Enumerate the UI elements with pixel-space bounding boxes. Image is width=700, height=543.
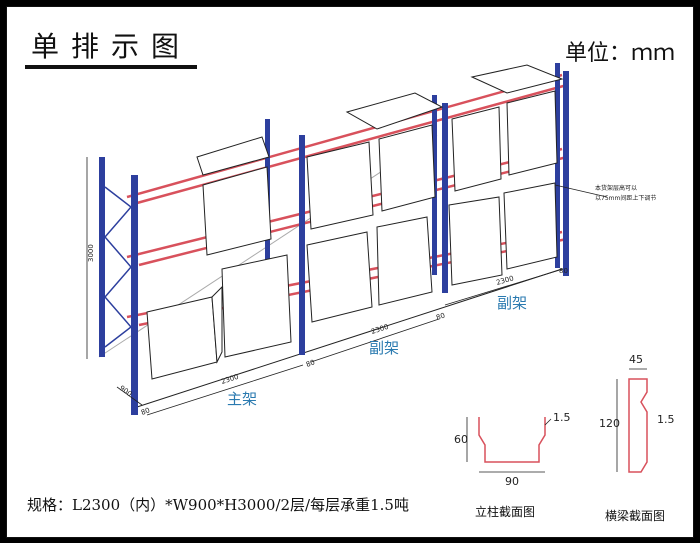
- drawing-sheet: 单排示图 单位：ｍｍ: [6, 6, 694, 538]
- unit-label: 单位：ｍｍ: [564, 41, 675, 66]
- title-underline: [25, 65, 197, 69]
- note-line-1: 本货架层高可以: [595, 184, 637, 192]
- beam-width: 45: [629, 353, 643, 366]
- upright-1-front: [131, 175, 138, 415]
- upright-4-front: [563, 71, 569, 276]
- load-bottom-3b: [503, 182, 558, 270]
- column-section-shape: [478, 417, 546, 463]
- dim-bay2: 2300: [370, 323, 389, 336]
- upright-4-back: [555, 63, 560, 268]
- load-top-2b: [378, 124, 436, 212]
- column-width: 90: [505, 475, 519, 488]
- load-top-3a: [451, 106, 502, 192]
- load-bottom-1a-side: [211, 285, 223, 364]
- label-main-rack: 主架: [227, 390, 258, 408]
- upright-2-front: [299, 135, 305, 355]
- upright-1-back: [99, 157, 105, 357]
- column-section-caption: 立柱截面图: [475, 505, 536, 519]
- load-top-1a: [202, 166, 272, 256]
- column-height: 60: [454, 433, 468, 446]
- spec-text: 规格：L2300（内）*W900*H3000/2层/每层承重1.5吨: [27, 496, 409, 514]
- dim-post-2: 80: [305, 358, 316, 369]
- beam-section-caption: 横梁截面图: [605, 509, 666, 523]
- dim-depth-end: 80: [559, 267, 568, 275]
- column-thickness: 1.5: [553, 411, 571, 424]
- dim-height: 3000: [87, 244, 95, 262]
- load-top-3b: [506, 90, 558, 176]
- upright-3-front: [442, 103, 448, 293]
- note-leader: [554, 184, 608, 198]
- pallet-top-1: [196, 136, 270, 176]
- load-top-2a: [306, 141, 374, 230]
- load-bottom-2a: [306, 231, 373, 323]
- column-dim-thickness-line: [544, 418, 552, 426]
- dim-bay3-line: [444, 268, 564, 306]
- rack-diagram: 3000 2300 2300 2300 80 80 80 900 80 本货架层…: [86, 63, 675, 488]
- dim-bay1-line: [146, 364, 304, 416]
- floor-line-front: [136, 268, 563, 408]
- dim-post-1: 80: [140, 406, 151, 417]
- note-line-2: 以75mm间距上下调节: [595, 194, 656, 202]
- pallet-top-3: [470, 64, 564, 94]
- bracing: [104, 186, 133, 348]
- beam-height: 120: [599, 417, 620, 430]
- load-bottom-2b: [376, 216, 433, 306]
- page-title: 单排示图: [31, 30, 192, 63]
- load-bottom-3a: [448, 196, 503, 286]
- dim-bay2-line: [310, 318, 440, 363]
- dim-bay1: 2300: [220, 373, 239, 386]
- label-sub-rack-1: 副架: [369, 339, 400, 357]
- beam-section-shape: [628, 378, 648, 473]
- beam-thickness: 1.5: [657, 413, 675, 426]
- load-bottom-1b: [221, 254, 292, 358]
- pallet-top-2: [345, 92, 444, 130]
- dimension-lines: [86, 157, 608, 416]
- pallet-loads: [146, 64, 564, 380]
- load-bottom-1a: [146, 296, 218, 380]
- dim-post-3: 80: [435, 312, 446, 322]
- dim-depth-line: [116, 386, 143, 406]
- beam-top-back: [126, 73, 563, 199]
- label-sub-rack-2: 副架: [497, 294, 528, 312]
